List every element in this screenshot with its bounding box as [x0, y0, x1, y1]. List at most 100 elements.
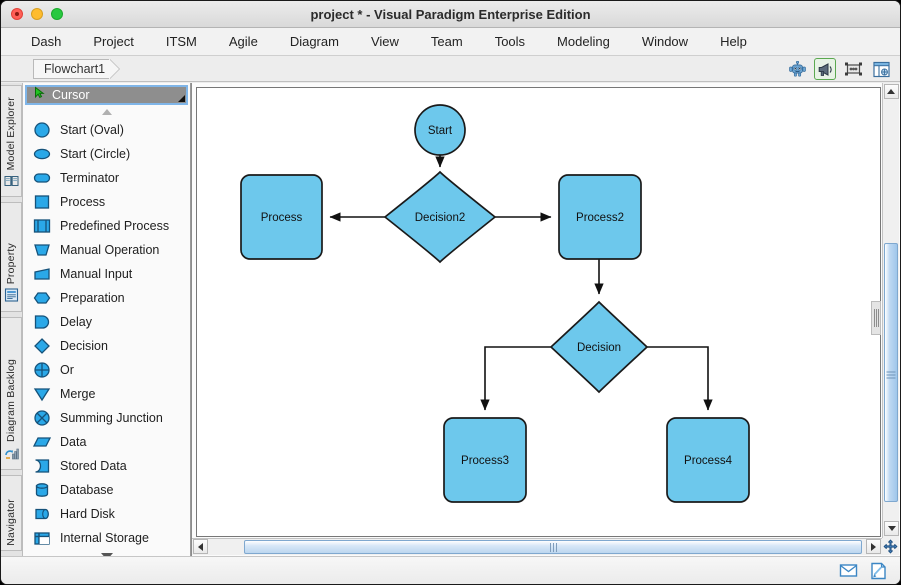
- palette-item-label: Internal Storage: [60, 531, 149, 545]
- process-shape[interactable]: [240, 174, 323, 260]
- menu-project[interactable]: Project: [93, 34, 134, 49]
- menu-help[interactable]: Help: [720, 34, 747, 49]
- title-bar: project * - Visual Paradigm Enterprise E…: [1, 1, 900, 28]
- circle-shape-icon: [32, 121, 52, 139]
- decision2-shape[interactable]: [383, 170, 497, 264]
- process4-shape[interactable]: [666, 417, 750, 503]
- tab-flowchart1[interactable]: Flowchart1: [33, 58, 110, 79]
- scroll-left-button[interactable]: [193, 539, 208, 554]
- scroll-right-button[interactable]: [866, 539, 881, 554]
- palette-item-database[interactable]: Database: [23, 478, 190, 502]
- menu-tools[interactable]: Tools: [494, 34, 526, 49]
- palette-item-or[interactable]: Or: [23, 358, 190, 382]
- menu-team[interactable]: Team: [430, 34, 463, 49]
- palette-scroll-up-button[interactable]: [23, 105, 190, 118]
- process2-shape[interactable]: [558, 174, 642, 260]
- palette-item-hard-disk[interactable]: Hard Disk: [23, 502, 190, 526]
- palette-item-start-circle[interactable]: Start (Circle): [23, 142, 190, 166]
- predefined-process-shape-icon: [32, 217, 52, 235]
- node-process[interactable]: Process: [240, 174, 323, 260]
- start-shape[interactable]: [414, 104, 466, 156]
- summing-junction-icon: [32, 409, 52, 427]
- node-process2[interactable]: Process2: [558, 174, 642, 260]
- decision-shape[interactable]: [549, 300, 649, 394]
- palette-item-stored-data[interactable]: Stored Data: [23, 454, 190, 478]
- start-label: Start: [428, 125, 453, 137]
- sidebar-tab-model-explorer[interactable]: Model Explorer: [1, 85, 22, 197]
- menu-dash[interactable]: Dash: [31, 34, 62, 49]
- vertical-scroll-thumb[interactable]: [884, 243, 898, 502]
- palette-item-predefined-process[interactable]: Predefined Process: [23, 214, 190, 238]
- menu-view[interactable]: View: [370, 34, 399, 49]
- scroll-down-button[interactable]: [884, 521, 899, 536]
- ellipse-shape-icon: [32, 145, 52, 163]
- process4-label: Process4: [684, 455, 733, 467]
- zoom-button[interactable]: [51, 8, 63, 20]
- process3-shape[interactable]: [443, 417, 527, 503]
- node-start[interactable]: Start: [414, 104, 466, 156]
- palette-item-start-oval[interactable]: Start (Oval): [23, 118, 190, 142]
- manual-input-shape-icon: [32, 265, 52, 283]
- palette-item-manual-operation[interactable]: Manual Operation: [23, 238, 190, 262]
- palette-item-preparation[interactable]: Preparation: [23, 286, 190, 310]
- palette-item-decision[interactable]: Decision: [23, 334, 190, 358]
- edge-decision-to-process3[interactable]: [480, 346, 551, 411]
- close-button[interactable]: [11, 8, 23, 20]
- horizontal-scroll-thumb[interactable]: [244, 540, 862, 554]
- edge-decision-to-process4[interactable]: [647, 346, 713, 411]
- palette-item-terminator[interactable]: Terminator: [23, 166, 190, 190]
- minimize-button[interactable]: [31, 8, 43, 20]
- sidebar-tab-diagram-backlog[interactable]: Diagram Backlog: [1, 317, 22, 470]
- canvas-vertical-scrollbar[interactable]: [882, 83, 899, 538]
- window-controls: [11, 8, 63, 20]
- sidebar-tab-navigator[interactable]: Navigator: [1, 475, 22, 551]
- announcement-megaphone-icon[interactable]: [814, 58, 836, 80]
- palette-item-process[interactable]: Process: [23, 190, 190, 214]
- tab-toolbar: [786, 58, 892, 80]
- palette-item-internal-storage[interactable]: Internal Storage: [23, 526, 190, 550]
- pan-navigator-button[interactable]: [882, 538, 899, 555]
- palette-item-label: Delay: [60, 315, 92, 329]
- palette-item-label: Terminator: [60, 171, 120, 185]
- scroll-up-button[interactable]: [883, 84, 899, 99]
- palette-item-merge[interactable]: Merge: [23, 382, 190, 406]
- menu-agile[interactable]: Agile: [228, 34, 258, 49]
- cursor-arrow-icon: [33, 86, 46, 104]
- palette-item-label: Summing Junction: [60, 411, 163, 425]
- menu-itsm[interactable]: ITSM: [165, 34, 197, 49]
- status-bar: [1, 556, 900, 584]
- canvas-vertical-splitter-handle[interactable]: [871, 301, 881, 335]
- canvas-horizontal-scrollbar[interactable]: [192, 538, 882, 555]
- property-sheet-icon: [4, 288, 19, 307]
- fit-selection-icon[interactable]: [842, 58, 864, 80]
- palette-item-data[interactable]: Data: [23, 430, 190, 454]
- robot-assistant-icon[interactable]: [786, 58, 808, 80]
- node-process4[interactable]: Process4: [666, 417, 750, 503]
- process-label: Process: [261, 212, 303, 224]
- window-title: project * - Visual Paradigm Enterprise E…: [310, 6, 591, 22]
- node-decision[interactable]: Decision: [549, 300, 649, 394]
- backlog-chart-icon: [4, 446, 19, 465]
- palette-item-summing-junction[interactable]: Summing Junction: [23, 406, 190, 430]
- palette-item-cursor[interactable]: Cursor: [25, 85, 188, 105]
- menu-diagram[interactable]: Diagram: [289, 34, 339, 49]
- stored-data-shape-icon: [32, 457, 52, 475]
- node-process3[interactable]: Process3: [443, 417, 527, 503]
- palette-item-manual-input[interactable]: Manual Input: [23, 262, 190, 286]
- side-tab-rail: Model Explorer Property: [1, 83, 23, 556]
- manual-operation-shape-icon: [32, 241, 52, 259]
- palette-scroll-down-button[interactable]: [23, 550, 190, 556]
- palette-item-label: Decision: [60, 339, 108, 353]
- node-decision2[interactable]: Decision2: [383, 170, 497, 264]
- sidebar-tab-property[interactable]: Property: [1, 202, 22, 312]
- decision-label: Decision: [577, 342, 621, 354]
- mail-envelope-icon[interactable]: [838, 561, 858, 581]
- palette-item-delay[interactable]: Delay: [23, 310, 190, 334]
- menu-modeling[interactable]: Modeling: [557, 34, 610, 49]
- panel-layout-icon[interactable]: [870, 58, 892, 80]
- palette-item-label: Or: [60, 363, 74, 377]
- palette-item-label: Predefined Process: [60, 219, 170, 233]
- note-edit-icon[interactable]: [868, 561, 888, 581]
- menu-window[interactable]: Window: [641, 34, 689, 49]
